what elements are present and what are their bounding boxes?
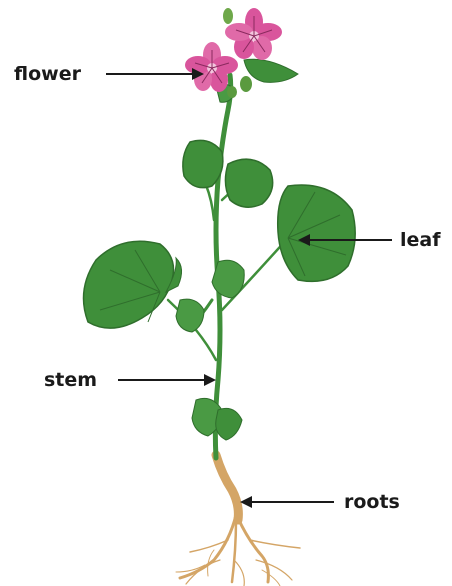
leaf-label: leaf: [400, 229, 441, 251]
roots-callout: roots: [240, 491, 400, 513]
plant-roots: [176, 455, 300, 586]
flower-label: flower: [14, 63, 82, 85]
stem-callout: stem: [44, 369, 216, 391]
stem-label: stem: [44, 369, 97, 391]
flower-callout: flower: [14, 63, 204, 85]
plant-flowers: [185, 8, 282, 98]
roots-label: roots: [344, 491, 400, 513]
stem-arrowhead: [204, 374, 216, 386]
